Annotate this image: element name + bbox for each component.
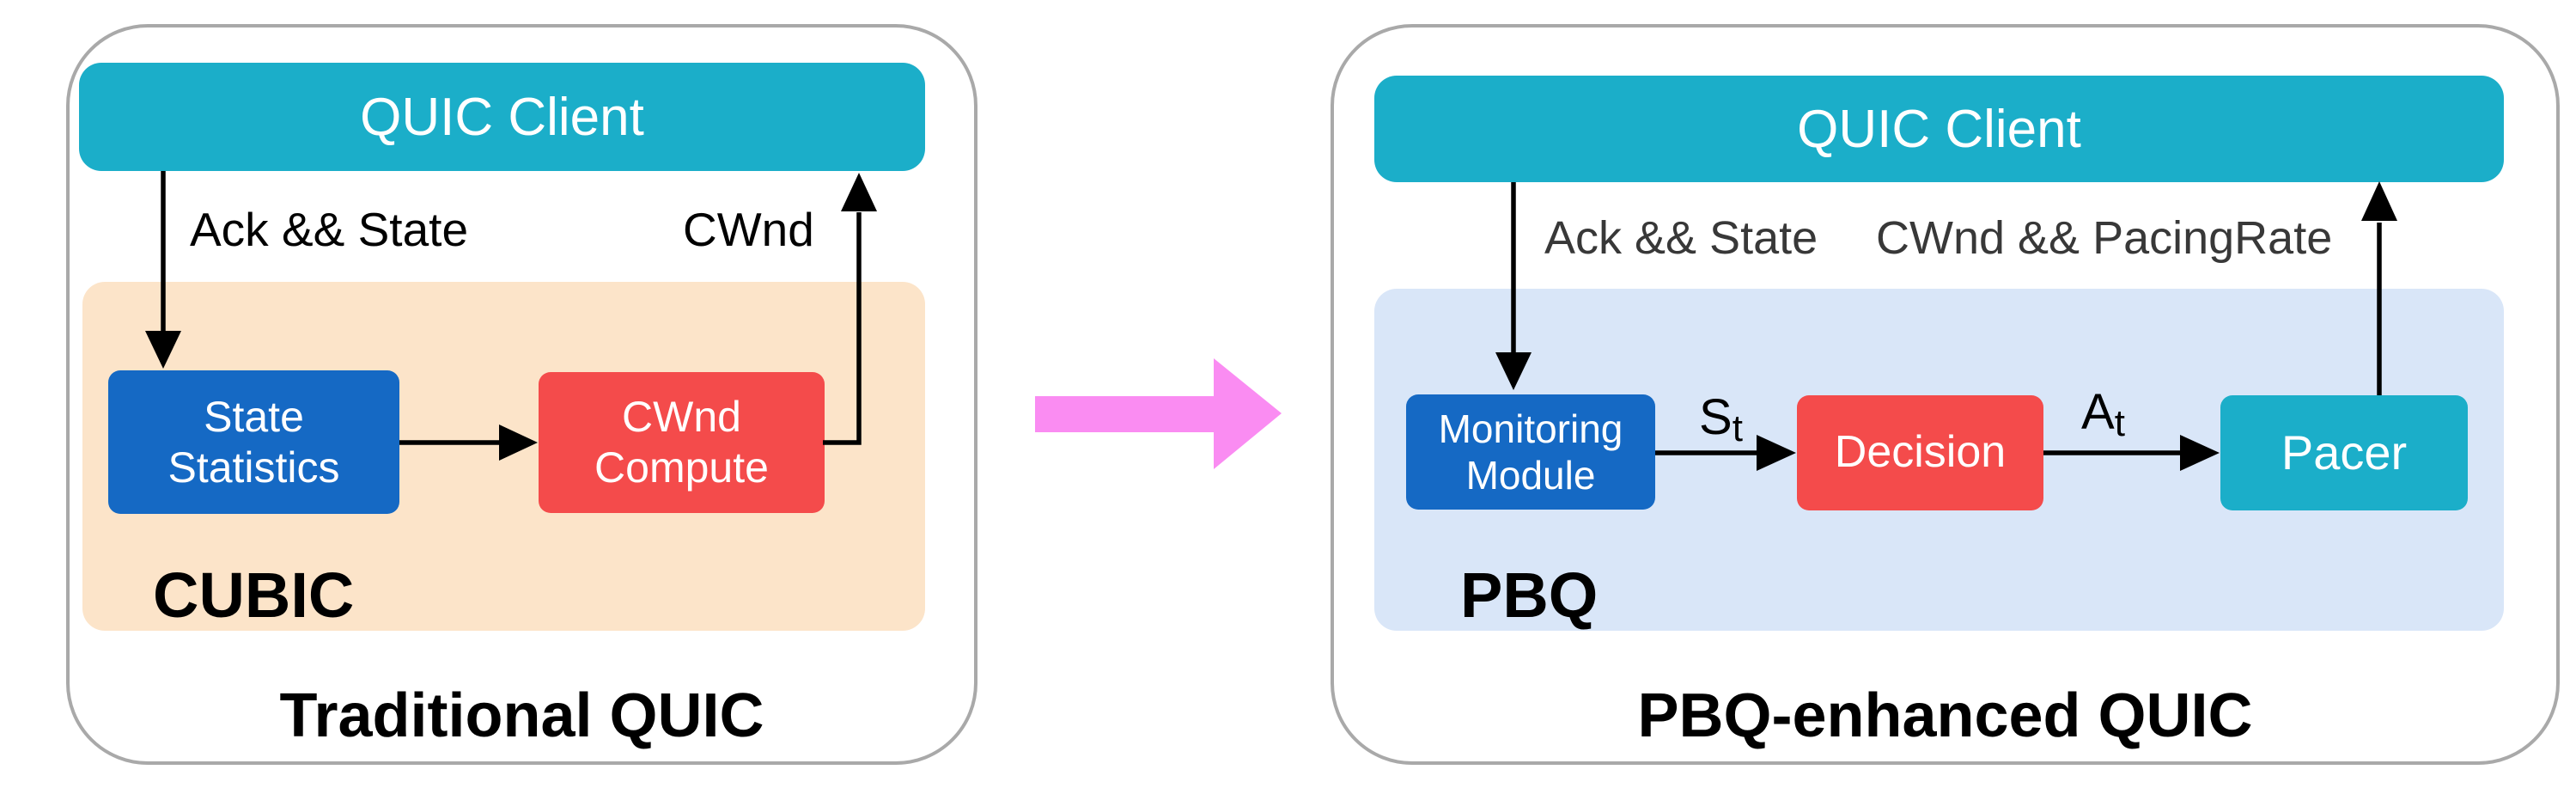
pbq-enhanced-quic-panel: QUIC Client Ack && State CWnd && PacingR… bbox=[1331, 24, 2560, 765]
pbq-enhanced-quic-caption: PBQ-enhanced QUIC bbox=[1637, 681, 2253, 750]
pacer-label: Pacer bbox=[2281, 425, 2408, 480]
pbq-label: PBQ bbox=[1460, 559, 1599, 631]
monitoring-module-line2: Module bbox=[1465, 453, 1596, 498]
monitoring-module-box: Monitoring Module bbox=[1406, 394, 1655, 510]
monitoring-module-line1: Monitoring bbox=[1438, 406, 1623, 451]
quic-client-label-left: QUIC Client bbox=[360, 87, 644, 147]
state-signal-sub: t bbox=[1732, 406, 1743, 449]
transformation-arrow-icon bbox=[1035, 358, 1282, 469]
cwnd-compute-line1: CWnd bbox=[622, 393, 741, 441]
cwnd-compute-line2: Compute bbox=[594, 443, 769, 492]
cwnd-pacingrate-label: CWnd && PacingRate bbox=[1876, 212, 2333, 264]
ack-state-label-right: Ack && State bbox=[1544, 212, 1818, 264]
quic-client-label-right: QUIC Client bbox=[1797, 99, 2081, 159]
quic-client-box-left: QUIC Client bbox=[79, 63, 925, 171]
cwnd-compute-box: CWnd Compute bbox=[539, 372, 825, 513]
state-signal-label: St bbox=[1699, 388, 1743, 449]
state-statistics-line1: State bbox=[204, 392, 304, 441]
decision-label: Decision bbox=[1834, 427, 2007, 478]
action-signal-label: At bbox=[2081, 383, 2125, 444]
state-signal-main: S bbox=[1699, 389, 1733, 445]
traditional-quic-caption: Traditional QUIC bbox=[279, 681, 764, 750]
cubic-label: CUBIC bbox=[153, 559, 355, 631]
quic-client-box-right: QUIC Client bbox=[1374, 76, 2504, 182]
decision-box: Decision bbox=[1797, 395, 2043, 510]
state-statistics-box: State Statistics bbox=[108, 370, 399, 514]
action-signal-sub: t bbox=[2114, 401, 2125, 444]
traditional-quic-panel: QUIC Client Ack && State CWnd State Stat… bbox=[66, 24, 977, 765]
action-signal-main: A bbox=[2081, 384, 2115, 440]
pacer-box: Pacer bbox=[2220, 395, 2468, 510]
state-statistics-line2: Statistics bbox=[167, 443, 340, 492]
ack-state-label-left: Ack && State bbox=[190, 203, 469, 256]
cwnd-label-left: CWnd bbox=[683, 203, 814, 256]
